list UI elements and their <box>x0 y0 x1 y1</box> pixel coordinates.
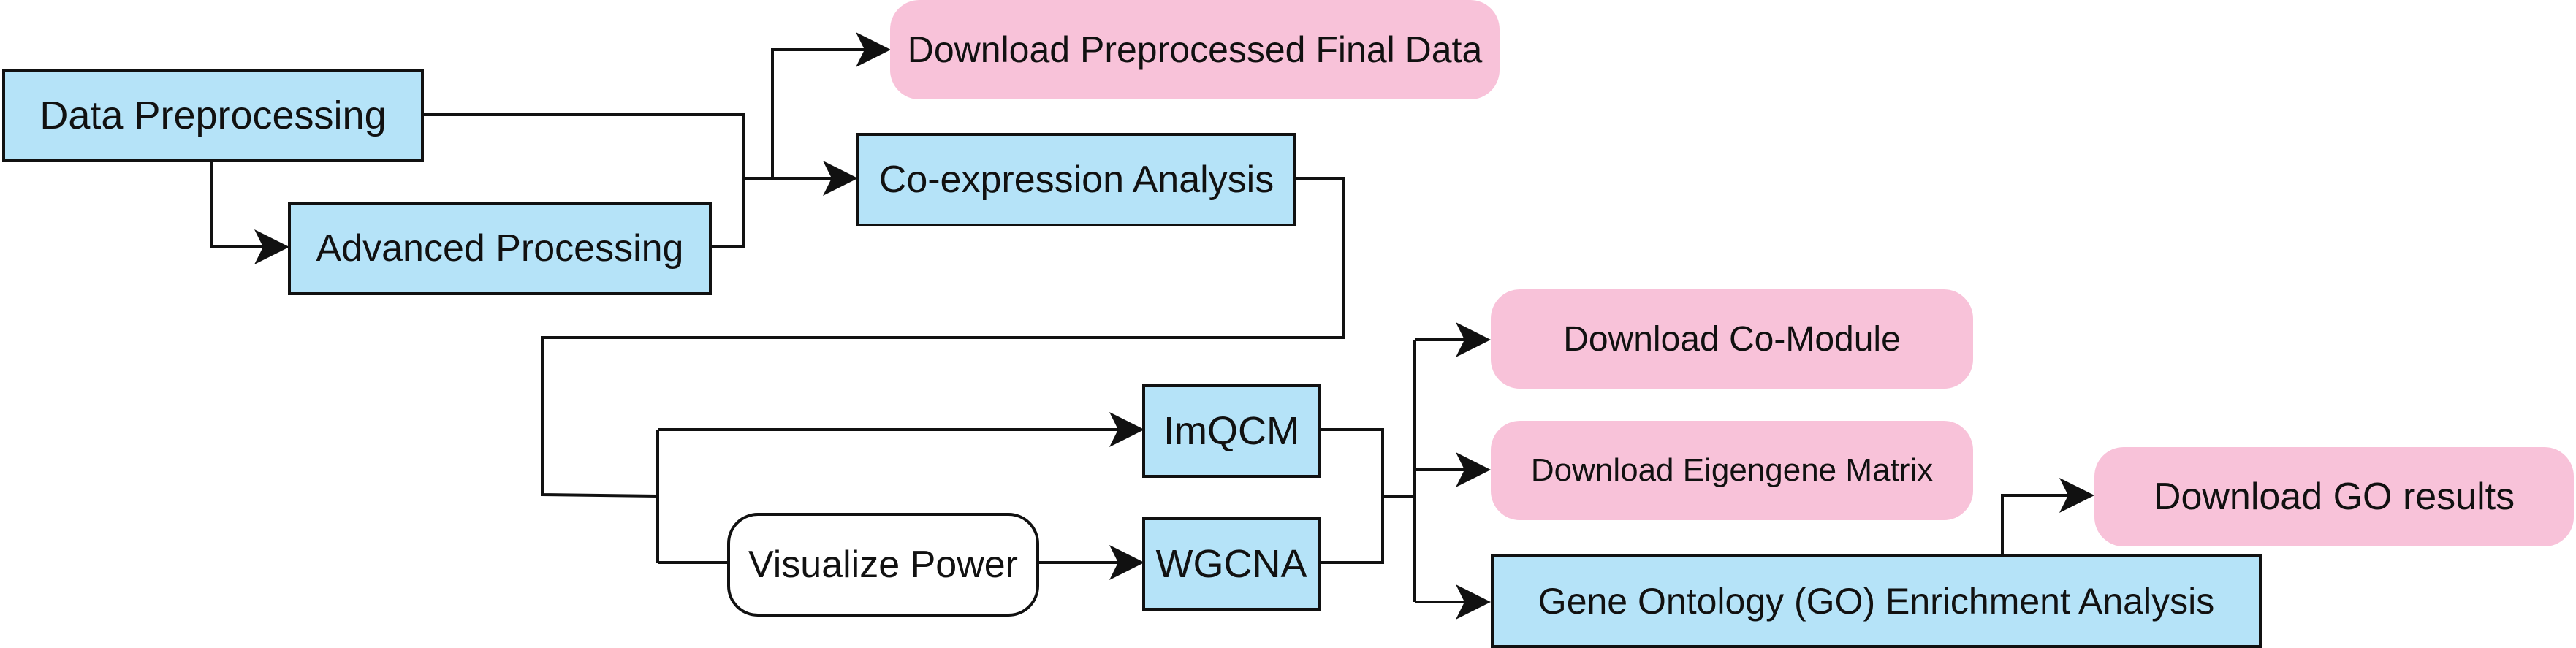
connector-coexpression-down <box>541 177 1345 498</box>
connector-to-download-preprocessed <box>771 32 891 178</box>
download-go-results-button[interactable]: Download GO results <box>2094 447 2574 546</box>
download-comodule-button[interactable]: Download Co-Module <box>1491 289 1973 389</box>
coexpression-analysis-box: Co-expression Analysis <box>856 133 1296 226</box>
imqcm-box: ImQCM <box>1142 384 1321 478</box>
advanced-processing-box: Advanced Processing <box>288 202 712 295</box>
connector-imqcm-merge <box>1319 428 1384 564</box>
data-preprocessing-box: Data Preprocessing <box>2 69 424 162</box>
connector-preproc-merge <box>422 113 745 248</box>
wgcna-box: WGCNA <box>1142 517 1321 611</box>
connector-go-to-download <box>2001 478 2094 554</box>
go-enrichment-analysis-box: Gene Ontology (GO) Enrichment Analysis <box>1491 554 2262 648</box>
download-preprocessed-data-button[interactable]: Download Preprocessed Final Data <box>890 0 1500 99</box>
connector-preproc-to-advanced <box>210 161 289 264</box>
download-eigengene-matrix-button[interactable]: Download Eigengene Matrix <box>1491 421 1973 520</box>
visualize-power-button[interactable]: Visualize Power <box>727 513 1039 617</box>
